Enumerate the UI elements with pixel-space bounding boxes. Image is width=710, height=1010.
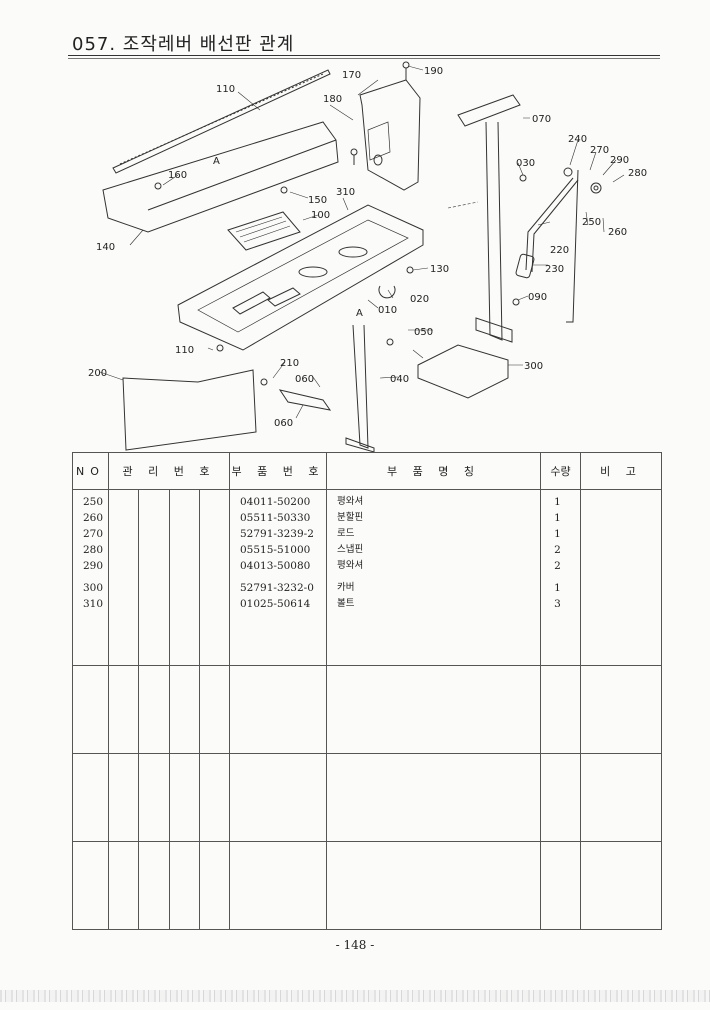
callout-210: 210 — [280, 358, 299, 369]
exploded-parts-diagram: 110 180 170 190 070 240 270 290 280 030 … — [88, 61, 647, 452]
part-270-rod — [566, 169, 579, 323]
header-part-no: 부 품 번 호 — [229, 452, 327, 490]
cell-remarks — [580, 489, 662, 666]
cell-part-no: 04011-50200 — [240, 496, 311, 508]
cell-part-name: 평와셔 — [337, 496, 364, 507]
cell-no: 270 — [83, 528, 104, 540]
callout-A-bottom: A — [356, 308, 363, 319]
callout-020: 020 — [410, 294, 429, 305]
callout-070: 060 — [295, 374, 314, 385]
callout-200: 200 — [88, 368, 107, 379]
part-220-lever — [525, 177, 579, 273]
part-040-post — [352, 324, 369, 449]
page-title: 057. 조작레버 배선판 관계 — [72, 34, 295, 55]
part-080-post — [485, 121, 503, 341]
part-140-panel — [102, 121, 339, 233]
parts-table: NO 관 리 번 호 부 품 번 호 부 품 명 칭 수량 비 고 250 26… — [72, 452, 662, 930]
callout-180: 180 — [323, 94, 342, 105]
part-200-panel — [122, 369, 257, 451]
callout-290: 290 — [610, 155, 629, 166]
callout-040: 040 — [390, 374, 409, 385]
cell-qty: 1 — [554, 512, 561, 524]
header-management-no: 관 리 번 호 — [108, 452, 230, 490]
cell-no: 300 — [83, 582, 104, 594]
callout-080: 070 — [532, 114, 551, 125]
callout-190: 190 — [424, 66, 443, 77]
scan-artifact-band — [0, 990, 710, 1002]
cell-part-no: 01025-50614 — [240, 598, 311, 610]
part-020-clamp — [378, 285, 396, 299]
header-remarks: 비 고 — [580, 452, 662, 490]
callout-120: 110 — [216, 84, 235, 95]
part-170-bracket — [359, 79, 421, 191]
cell-part-no: 05511-50330 — [240, 512, 311, 524]
cell-no: 260 — [83, 512, 104, 524]
header-no: NO — [72, 452, 109, 490]
cell-qty: 1 — [554, 496, 561, 508]
cell-qty: 3 — [554, 598, 561, 610]
table-header-row: NO 관 리 번 호 부 품 번 호 부 품 명 칭 수량 비 고 — [72, 452, 662, 490]
table-group-1: 250 260 270 280 290 300 310 04011-50200 … — [72, 489, 662, 666]
callout-160: 160 — [168, 170, 187, 181]
cell-part-name: 볼트 — [337, 598, 355, 609]
part-100-mat — [227, 211, 301, 251]
table-group-empty — [72, 665, 662, 754]
callout-250: 250 — [582, 217, 601, 228]
cell-part-name: 로드 — [337, 528, 355, 539]
callout-150: 150 — [308, 195, 327, 206]
cell-part-name: 평와셔 — [337, 560, 364, 571]
callout-310: 310 — [336, 187, 355, 198]
part-300-cover — [417, 344, 509, 399]
part-080-top — [457, 94, 521, 127]
callout-010: 010 — [378, 305, 397, 316]
callout-300: 300 — [524, 361, 543, 372]
header-part-name: 부 품 명 칭 — [326, 452, 541, 490]
cell-no: 280 — [83, 544, 104, 556]
title-rule — [68, 55, 660, 56]
cell-no: 290 — [83, 560, 104, 572]
management-no-cell — [109, 490, 229, 665]
part-010-frame — [177, 204, 424, 351]
part-060-plate — [278, 389, 332, 411]
callout-230: 230 — [545, 264, 564, 275]
cell-part-no: 04013-50080 — [240, 560, 311, 572]
callout-110: 110 — [175, 345, 194, 356]
cell-part-name: 스냅핀 — [337, 544, 364, 555]
cell-no: 310 — [83, 598, 104, 610]
header-qty: 수량 — [540, 452, 581, 490]
table-group-empty — [72, 841, 662, 930]
title-rule-thin — [68, 58, 660, 59]
callout-100: 100 — [311, 210, 330, 221]
cell-qty: 1 — [554, 528, 561, 540]
callout-170: 170 — [342, 70, 361, 81]
table-group-empty — [72, 753, 662, 842]
callout-090: 090 — [528, 292, 547, 303]
callout-060: 060 — [274, 418, 293, 429]
callout-A-top: A — [213, 156, 220, 167]
part-120-strip — [112, 69, 331, 174]
cell-qty: 2 — [554, 544, 561, 556]
cell-no: 250 — [83, 496, 104, 508]
cell-part-no: 52791-3239-2 — [240, 528, 314, 540]
callout-050: 050 — [414, 327, 433, 338]
callout-240: 240 — [568, 134, 587, 145]
callout-270: 270 — [590, 145, 609, 156]
callout-260: 260 — [608, 227, 627, 238]
callout-140: 140 — [96, 242, 115, 253]
cell-qty: 1 — [554, 582, 561, 594]
cell-qty: 2 — [554, 560, 561, 572]
callout-280: 280 — [628, 168, 647, 179]
callout-220: 220 — [550, 245, 569, 256]
page-number: - 148 - — [335, 938, 375, 952]
cell-part-no: 05515-51000 — [240, 544, 311, 556]
callout-030: 030 — [516, 158, 535, 169]
callout-130: 130 — [430, 264, 449, 275]
cell-part-name: 분할핀 — [337, 512, 364, 523]
cell-part-name: 카버 — [337, 582, 355, 593]
cell-part-no: 52791-3232-0 — [240, 582, 314, 594]
